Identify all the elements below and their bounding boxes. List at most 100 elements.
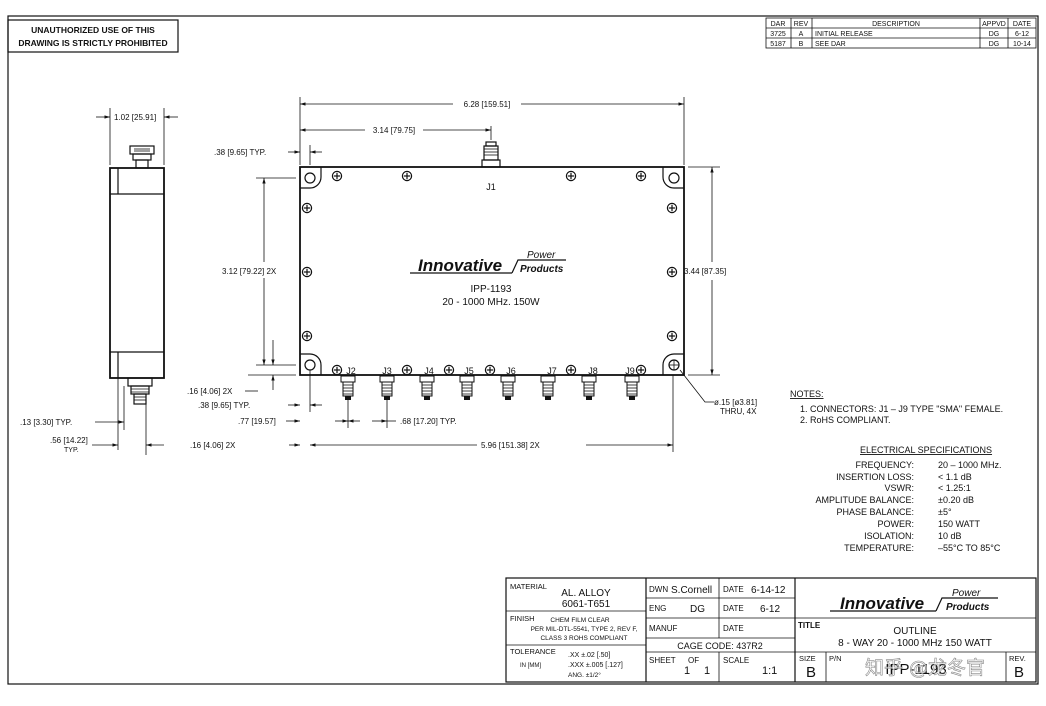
j3-label: J3 [382, 366, 392, 376]
j1-label: J1 [486, 182, 496, 192]
tb-of-label: OF [688, 656, 699, 665]
elec-val: ±5° [938, 507, 952, 517]
top-view: J1 J2 J3 J4 J5 J6 J7 J8 J9 Innovative Po… [187, 97, 757, 452]
dim-conn-span-offset: .16 [4.06] 2X [190, 441, 236, 450]
dim-conn-span: 5.96 [151.38] 2X [481, 441, 540, 450]
tb-material-2: 6061-T651 [562, 599, 611, 610]
elec-key: AMPLITUDE BALANCE: [815, 495, 914, 505]
tb-pn-label: P/N [829, 654, 842, 663]
elec-key: INSERTION LOSS: [836, 472, 914, 482]
elec-val: < 1.25:1 [938, 483, 971, 493]
tb-logo-power: Power [952, 588, 981, 599]
tb-logo-brand: Innovative [840, 594, 924, 613]
title-block: MATERIAL AL. ALLOY 6061-T651 FINISH CHEM… [505, 577, 1037, 683]
tb-sheet-of: 1 [704, 665, 710, 677]
notes-title: NOTES: [790, 389, 824, 399]
warning-box: UNAUTHORIZED USE OF THIS DRAWING IS STRI… [7, 19, 179, 53]
j2-label: J2 [346, 366, 356, 376]
tb-scale: 1:1 [762, 665, 777, 677]
product-label: Innovative Power Products IPP-1193 20 - … [410, 250, 566, 308]
label-power: Power [527, 250, 556, 261]
dim-hole-dia: ø.15 [ø3.81] [714, 398, 757, 407]
tb-finish-label: FINISH [510, 614, 535, 623]
tb-tol-1: .XX ±.02 [.50] [568, 652, 610, 659]
tb-cage: CAGE CODE: 437R2 [677, 641, 763, 651]
rev-cell: 10-14 [1013, 41, 1031, 48]
tb-sheet-label: SHEET [649, 656, 676, 665]
tb-title-label: TITLE [798, 621, 821, 630]
elec-title: ELECTRICAL SPECIFICATIONS [860, 445, 992, 455]
tb-title-2: 8 - WAY 20 - 1000 MHz 150 WATT [838, 638, 992, 649]
rev-cell: B [799, 41, 804, 48]
j7-label: J7 [547, 366, 557, 376]
note-2: 2. RoHS COMPLIANT. [800, 415, 891, 425]
tb-eng-label: ENG [649, 604, 666, 613]
warning-line1: UNAUTHORIZED USE OF THIS [31, 25, 155, 35]
tb-title-1: OUTLINE [893, 626, 937, 637]
tb-dwn-label: DWN [649, 585, 668, 594]
rev-cell: A [799, 31, 804, 38]
tb-date1-label: DATE [723, 585, 744, 594]
tb-pn: IPP-1193 [885, 661, 946, 678]
j8-label: J8 [588, 366, 598, 376]
elec-val: 10 dB [938, 531, 962, 541]
tb-size: B [806, 664, 816, 681]
rev-header-dar: DAR [771, 21, 786, 28]
rev-header-rev: REV [794, 21, 809, 28]
note-1: 1. CONNECTORS: J1 – J9 TYPE "SMA" FEMALE… [800, 404, 1003, 414]
tb-tol-3: ANG. ±1/2° [568, 671, 601, 679]
tb-finish-2: PER MIL-DTL-5541, TYPE 2, REV F, [531, 626, 638, 633]
label-part: IPP-1193 [471, 284, 512, 295]
tb-finish-3: CLASS 3 ROHS COMPLIANT [540, 635, 627, 642]
j1-connector: J1 [481, 141, 501, 192]
dim-side-conn-offset: .13 [3.30] TYP. [20, 418, 72, 427]
rev-header-appvd: APPVD [982, 21, 1006, 28]
tb-date2: 6-12 [760, 604, 780, 615]
electrical-specs: ELECTRICAL SPECIFICATIONS FREQUENCY: 20 … [815, 445, 1001, 553]
side-view: 1.02 [25.91] .13 [3.30] TYP. .56 [14.22]… [20, 108, 178, 455]
tb-rev: B [1014, 664, 1024, 681]
elec-key: ISOLATION: [864, 531, 914, 541]
dim-hole-bottom-2: .38 [9.65] TYP. [198, 401, 250, 410]
tb-material-1: AL. ALLOY [561, 588, 611, 599]
rev-header-desc: DESCRIPTION [872, 21, 920, 28]
dim-height-inner: 3.12 [79.22] 2X [222, 267, 277, 276]
elec-key: VSWR: [884, 483, 914, 493]
tb-logo-products: Products [946, 602, 990, 613]
rev-cell: 3725 [770, 31, 786, 38]
warning-line2: DRAWING IS STRICTLY PROHIBITED [18, 38, 167, 48]
label-products: Products [520, 264, 564, 275]
tb-tol-2: .XXX ±.005 [.127] [568, 662, 623, 669]
tb-tol-label: TOLERANCE [510, 647, 556, 656]
dim-side-width: 1.02 [25.91] [114, 113, 156, 122]
j4-label: J4 [424, 366, 434, 376]
tb-manuf-label: MANUF [649, 624, 678, 633]
dim-side-depth: .56 [14.22] [50, 436, 88, 445]
elec-key: TEMPERATURE: [844, 543, 914, 553]
revision-table: DAR REV DESCRIPTION APPVD DATE 3725 A IN… [765, 17, 1037, 49]
tb-size-label: SIZE [799, 654, 816, 663]
dim-overall-length: 6.28 [159.51] [464, 100, 511, 109]
elec-key: POWER: [877, 519, 914, 529]
tb-date2-label: DATE [723, 604, 744, 613]
tb-material-label: MATERIAL [510, 582, 547, 591]
j6-label: J6 [506, 366, 516, 376]
notes: NOTES: 1. CONNECTORS: J1 – J9 TYPE "SMA"… [790, 389, 1003, 425]
tb-eng: DG [690, 604, 705, 615]
rev-cell: DG [989, 31, 1000, 38]
dim-conn-pitch: .68 [17.20] TYP. [400, 417, 457, 426]
dim-side-depth-typ: TYP. [64, 447, 79, 454]
elec-key: PHASE BALANCE: [836, 507, 914, 517]
elec-key: FREQUENCY: [855, 460, 914, 470]
rev-cell: DG [989, 41, 1000, 48]
watermark: 知乎 @龙冬官 [865, 657, 985, 679]
drawing-border [7, 15, 1039, 685]
dim-hole-thru: THRU, 4X [720, 407, 757, 416]
tb-date3-label: DATE [723, 624, 744, 633]
tb-sheet: 1 [684, 665, 690, 677]
dim-hole-bottom: .16 [4.06] 2X [187, 387, 233, 396]
tb-finish-1: CHEM FILM CLEAR [550, 617, 610, 624]
rev-cell: SEE DAR [815, 41, 846, 48]
dim-conn-first: .77 [19.57] [238, 417, 276, 426]
